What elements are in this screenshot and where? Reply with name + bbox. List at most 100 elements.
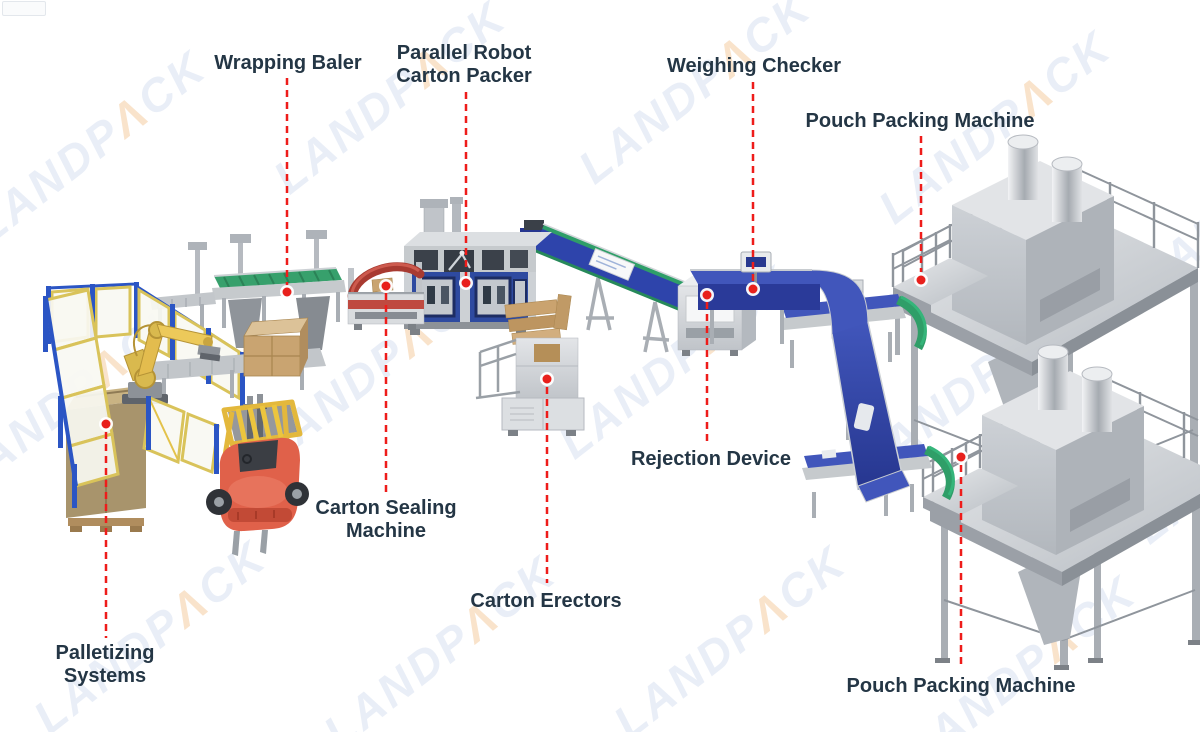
cabinet-details (510, 398, 544, 430)
base-strip (404, 322, 536, 329)
deck-edge (1062, 493, 1200, 586)
dot (702, 290, 712, 300)
front-bumper (228, 508, 292, 522)
balcony-edge (923, 497, 961, 526)
pipe (452, 202, 461, 246)
marker-dot-pouch-top (914, 273, 928, 287)
wheel-hub (292, 489, 302, 499)
foot (508, 430, 518, 436)
marker-dot-wrapping-baler (280, 285, 294, 299)
foot (408, 324, 416, 330)
leg (262, 296, 266, 328)
label-line: Carton Erectors (470, 590, 622, 612)
balcony-deck (923, 468, 1018, 515)
label-line: Weighing Checker (666, 55, 842, 77)
pouch-item (821, 449, 837, 459)
label-rejection-device: Rejection Device (631, 448, 791, 471)
label-palletizing-systems: Palletizing Systems (56, 642, 155, 688)
balcony-rails (922, 435, 981, 480)
tank-top (1007, 134, 1039, 150)
label-parallel-robot-carton-packer: Parallel Robot Carton Packer (396, 42, 532, 88)
belt-rail (213, 267, 337, 277)
discharge-chute (895, 295, 927, 351)
access-railing (475, 338, 521, 400)
leg (200, 304, 204, 330)
leg (222, 298, 226, 328)
platform-leg (1192, 482, 1200, 642)
display-pole (754, 272, 757, 286)
corner-logo-fragment (2, 1, 46, 16)
pouch-packing-station-bottom (921, 344, 1200, 670)
dot (916, 275, 926, 285)
leg (336, 292, 340, 322)
dot (101, 419, 111, 429)
gate-brace (149, 399, 179, 461)
pillar (460, 272, 470, 322)
leg (230, 370, 234, 398)
mast (314, 236, 319, 286)
leg (162, 378, 166, 404)
dot (461, 278, 471, 288)
frame (212, 280, 346, 300)
fence-post (240, 352, 245, 406)
band-edges (831, 321, 903, 491)
plate-lines (595, 255, 627, 270)
fence-post (72, 464, 77, 508)
leg (888, 332, 892, 362)
mechanism-opening (444, 250, 474, 272)
deck-edge (900, 297, 1032, 376)
palletizing-cell (43, 282, 326, 532)
foot (516, 329, 526, 335)
label-weighing-checker: Weighing Checker (667, 55, 841, 78)
leg (790, 340, 794, 368)
fence-post (43, 296, 48, 352)
balcony-edge (893, 287, 931, 316)
weighing-checker-machine (740, 251, 772, 286)
carton-stack-side (300, 318, 308, 376)
belt-front (698, 284, 820, 310)
dot (282, 287, 292, 297)
window-detail (441, 286, 449, 304)
robot-wrist (203, 337, 213, 347)
label-line: Parallel Robot (396, 42, 532, 64)
marker-dot-pouch-bottom (954, 450, 968, 464)
window-detail (483, 286, 491, 304)
guard-roof-slats (235, 404, 284, 443)
leg (710, 310, 714, 344)
marker-dot-carton-sealing (379, 279, 393, 293)
mast-head (188, 242, 207, 250)
annotations (99, 78, 968, 668)
tank-cylinder (1082, 374, 1112, 432)
palletizing-robot (122, 321, 221, 404)
leg-foot (935, 658, 950, 663)
pouch-packing-station-top (891, 134, 1200, 568)
label-line: Pouch Packing Machine (805, 110, 1035, 132)
fork (232, 531, 240, 556)
fence-post (134, 282, 139, 338)
green-belt (214, 268, 342, 288)
mechanism-opening (510, 250, 528, 268)
tank-cylinder (1052, 164, 1082, 222)
fence-post (58, 396, 63, 448)
pipe-cap (450, 197, 463, 204)
label-carton-sealing-machine: Carton Sealing Machine (315, 497, 456, 543)
fence-post (214, 424, 219, 474)
dot (956, 452, 966, 462)
red-band (348, 300, 424, 309)
platform-leg (911, 300, 918, 465)
leg-foot (1188, 640, 1200, 645)
conveyor-elbow (857, 469, 911, 503)
label-line: Palletizing (55, 642, 155, 664)
gate-panel (180, 411, 220, 475)
dot (748, 284, 758, 294)
leg (884, 480, 888, 516)
pallet-block (130, 526, 142, 532)
foot (410, 329, 420, 335)
tower-cap (420, 199, 448, 208)
carton-blank (553, 294, 572, 331)
foot (730, 350, 738, 356)
pouch-item (853, 403, 875, 431)
mast (195, 248, 200, 294)
mechanism-opening (482, 250, 504, 270)
leg (300, 362, 304, 390)
